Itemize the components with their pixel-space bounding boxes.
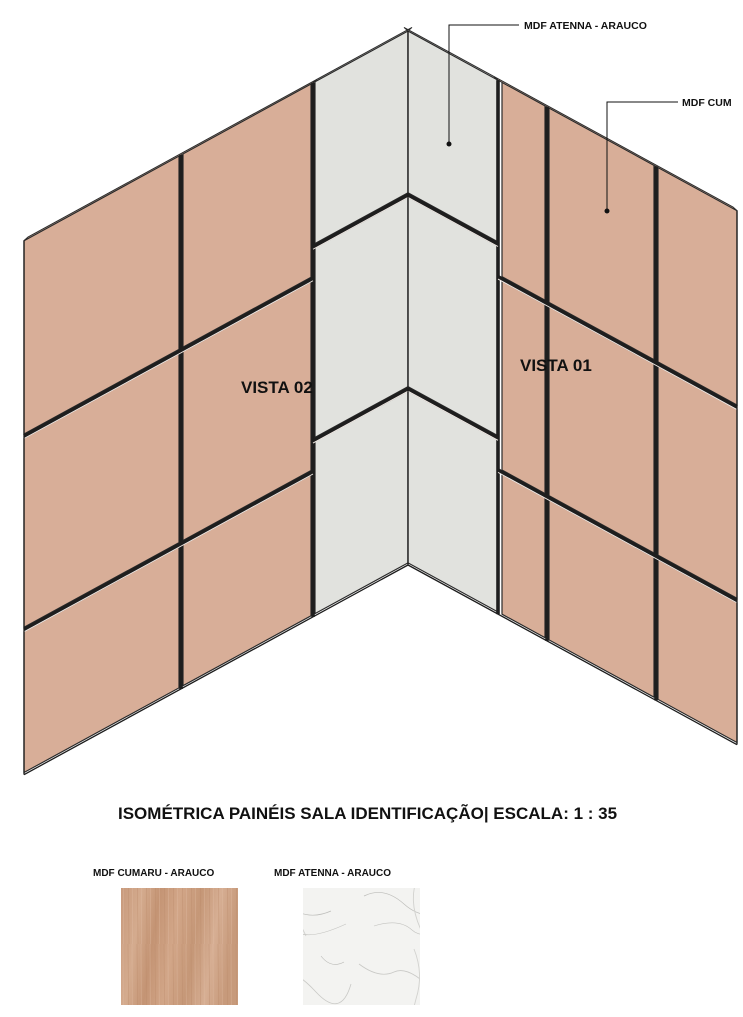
wall-edge	[23, 564, 409, 776]
wood-panel-right	[501, 473, 546, 639]
leader-line-atenna	[448, 24, 519, 144]
horizontal-joint	[23, 276, 314, 438]
swatch-image-atenna	[303, 888, 420, 1005]
wall-panels	[23, 26, 738, 774]
callout-label-cumaru: MDF CUM	[682, 97, 732, 109]
swatch-title-atenna: MDF ATENNA - ARAUCO	[274, 868, 391, 879]
joint-highlight	[497, 278, 738, 410]
panel-joints	[23, 31, 738, 776]
wall-edge	[407, 564, 738, 746]
callout-atenna: MDF ATENNA - ARAUCO	[446, 20, 647, 147]
callout-cumaru: MDF CUM	[604, 97, 732, 214]
leader-line-cumaru	[606, 101, 678, 211]
horizontal-joint	[407, 193, 499, 246]
joint-highlight	[23, 280, 314, 439]
horizontal-joint	[23, 470, 314, 631]
leader-dot-atenna	[446, 141, 452, 147]
callout-label-atenna: MDF ATENNA - ARAUCO	[524, 20, 647, 32]
material-swatch-cumaru: MDF CUMARU - ARAUCO	[93, 868, 238, 1005]
wood-panel-right	[501, 81, 546, 301]
horizontal-joint	[312, 387, 409, 443]
joint-highlight	[312, 196, 409, 250]
joint-highlight	[407, 196, 499, 247]
horizontal-joint	[497, 468, 738, 603]
swatch-grain-cumaru	[121, 888, 238, 1005]
joint-highlight	[497, 471, 738, 604]
swatch-title-cumaru: MDF CUMARU - ARAUCO	[93, 868, 215, 879]
joint-highlight	[407, 390, 499, 441]
leader-dot-cumaru	[604, 208, 610, 214]
joint-highlight	[312, 390, 409, 444]
material-swatch-atenna: MDF ATENNA - ARAUCO	[274, 868, 420, 1005]
view-label-vista-01: VISTA 01	[520, 356, 592, 375]
horizontal-joint	[497, 275, 738, 409]
horizontal-joint	[407, 387, 499, 440]
view-label-vista-02: VISTA 02	[241, 378, 313, 397]
joint-highlight	[23, 473, 314, 633]
panel-top-edge	[312, 26, 413, 84]
drawing-caption: ISOMÉTRICA PAINÉIS SALA IDENTIFICAÇÃO| E…	[118, 803, 617, 823]
horizontal-joint	[312, 193, 409, 249]
wood-panel-right	[501, 280, 546, 495]
